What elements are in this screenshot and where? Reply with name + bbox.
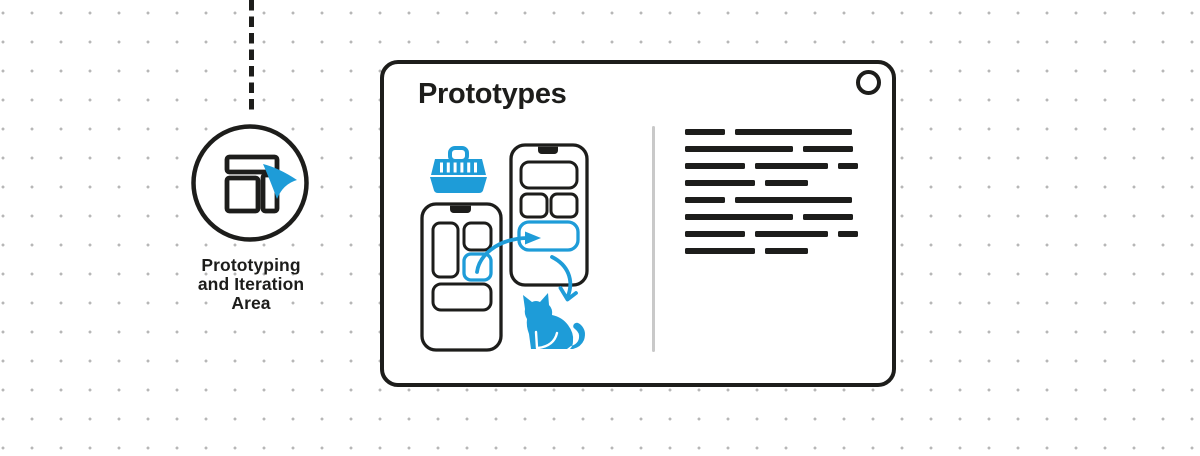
placeholder-segment [685, 163, 745, 169]
label-line-1: Prototyping [201, 255, 301, 275]
placeholder-segment [735, 129, 852, 135]
layout-wireframe-icon [224, 154, 280, 214]
pin-hole-icon [856, 70, 881, 95]
placeholder-segment [685, 231, 745, 237]
placeholder-segment [685, 197, 725, 203]
placeholder-segment [803, 146, 853, 152]
placeholder-segment [685, 248, 755, 254]
prototypes-card[interactable]: Prototypes [380, 60, 896, 387]
placeholder-segment [755, 231, 828, 237]
wireframe-cursor-icon [191, 124, 309, 242]
placeholder-line [685, 248, 865, 254]
phone-wireframe-left [420, 202, 503, 352]
placeholder-segment [685, 214, 793, 220]
placeholder-line [685, 146, 865, 152]
placeholder-paragraph [685, 197, 865, 254]
dashed-connector-line [249, 0, 254, 112]
area-marker-circle[interactable] [191, 124, 309, 242]
phone-wireframe-right [509, 143, 589, 287]
placeholder-line [685, 129, 865, 135]
placeholder-paragraph [685, 129, 865, 186]
placeholder-text [685, 129, 865, 265]
cursor-icon [263, 164, 297, 199]
placeholder-line [685, 163, 865, 169]
label-line-2: and Iteration [197, 274, 305, 294]
placeholder-segment [765, 248, 808, 254]
placeholder-segment [685, 146, 793, 152]
placeholder-segment [685, 180, 755, 186]
area-marker-label: Prototyping and Iteration Area [178, 256, 324, 313]
placeholder-line [685, 197, 865, 203]
placeholder-segment [803, 214, 853, 220]
card-title: Prototypes [418, 78, 567, 110]
vertical-divider [652, 126, 655, 352]
placeholder-segment [838, 231, 858, 237]
placeholder-segment [735, 197, 852, 203]
transfer-arrow [475, 231, 541, 274]
label-line-3: Area [231, 293, 271, 313]
placeholder-segment [838, 163, 858, 169]
highlighted-component-source [462, 252, 493, 282]
placeholder-line [685, 231, 865, 237]
highlighted-component-target [517, 220, 580, 252]
placeholder-segment [765, 180, 808, 186]
placeholder-segment [685, 129, 725, 135]
pet-carrier-icon [430, 146, 487, 193]
cat-icon [523, 293, 585, 350]
placeholder-segment [755, 163, 828, 169]
result-arrow [550, 255, 578, 302]
prototype-illustration[interactable] [384, 64, 892, 383]
placeholder-line [685, 214, 865, 220]
placeholder-line [685, 180, 865, 186]
